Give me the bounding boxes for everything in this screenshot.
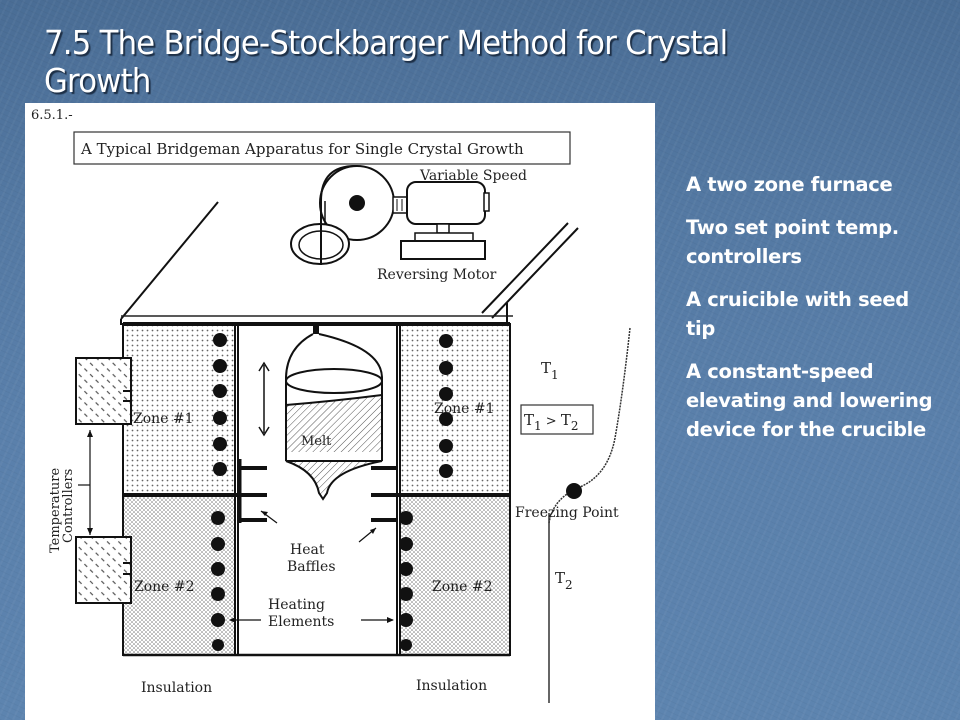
t2-label: T2 (555, 569, 573, 592)
caption-box (73, 131, 571, 165)
heat-baffles-arrows (260, 510, 377, 543)
heating-elements-zone1-right (439, 334, 453, 478)
bullet-item: A cruicible with seed tip (686, 288, 909, 340)
controllers-label-line2: Controllers (61, 469, 76, 543)
heat-baffles-label-line1: Heat (290, 542, 325, 558)
heating-elements-zone2-left (211, 511, 225, 651)
freezing-point-marker (566, 483, 582, 499)
figure-ref-number: 6.5.1.- (31, 108, 73, 123)
crucible (285, 324, 383, 501)
heating-elements-arrows (229, 617, 394, 623)
heating-elements-zone2-right (399, 511, 413, 651)
t1-gt-t2-label: T1 > T2 (524, 411, 578, 433)
variable-speed-label: Variable Speed (419, 168, 527, 184)
bullet-item: A constant-speed elevating and lowering … (686, 360, 933, 441)
heat-baffles (238, 459, 397, 523)
heat-baffles-label-line2: Baffles (287, 559, 336, 575)
temperature-controller-1 (75, 357, 132, 425)
heating-elements-label-line1: Heating (268, 597, 325, 613)
heating-elements-zone1-left (213, 333, 227, 476)
zone1-left-label: Zone #1 (133, 411, 194, 427)
bullet-item: A two zone furnace (686, 173, 893, 196)
vertical-motion-arrow (258, 361, 270, 437)
insulation-left-label: Insulation (141, 680, 212, 696)
inequality-box (520, 404, 594, 435)
figure-caption: A Typical Bridgeman Apparatus for Single… (80, 140, 524, 158)
zone1-right-label: Zone #1 (434, 401, 495, 417)
heating-elements-label-line2: Elements (268, 614, 334, 630)
slide-title: 7.5 The Bridge-Stockbarger Method for Cr… (44, 23, 728, 100)
zone2-right-label: Zone #2 (432, 579, 493, 595)
controllers-arrow (78, 430, 93, 535)
top-platform (120, 201, 579, 325)
temperature-controller-2 (75, 536, 132, 604)
apparatus-diagram: 6.5.1.- A Typical Bridgeman Apparatus fo… (31, 108, 631, 703)
zone2-left-label: Zone #2 (134, 579, 195, 595)
bullet-list: A two zone furnace Two set point temp. c… (686, 170, 936, 458)
controllers-label-line1: Temperature (48, 468, 63, 553)
bridgman-apparatus-figure: 6.5.1.- A Typical Bridgeman Apparatus fo… (25, 103, 655, 720)
reversing-motor-label: Reversing Motor (377, 267, 497, 283)
melt-label: Melt (301, 434, 332, 449)
t1-label: T1 (541, 359, 559, 382)
insulation-right-label: Insulation (416, 678, 487, 694)
temperature-profile-curve (548, 327, 631, 703)
reversing-motor (290, 164, 490, 265)
bullet-item: Two set point temp. controllers (686, 216, 899, 268)
freezing-point-label: Freezing Point (515, 505, 619, 521)
